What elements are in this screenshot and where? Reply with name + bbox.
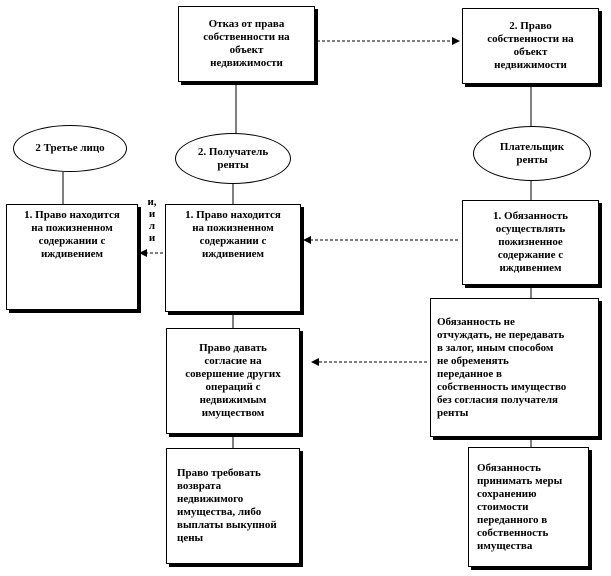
preserve-duty-text: Обязанность принимать меры сохранению ст… [477,461,563,552]
preserve-duty-box: Обязанность принимать меры сохранению ст… [468,447,589,567]
or-connector-label: и, и л и [144,184,160,244]
recipient-text: 2. Получатель ренты [197,145,269,171]
recipient-right-box: 1. Право находится на пожизненном содерж… [165,204,301,312]
payer-duty-box: 1. Обязанность осуществлять пожизненное … [462,200,599,285]
not-alienate-duty-box: Обязанность не отчуждать, не передавать … [430,298,599,437]
recipient-ellipse: 2. Получатель ренты [175,133,291,184]
third-party-right-box: 1. Право находится на пожизненном содерж… [6,204,138,310]
consent-right-text: Право давать согласие на совершение друг… [185,342,281,419]
consent-right-box: Право давать согласие на совершение друг… [166,328,300,434]
recipient-right-text: 1. Право находится на пожизненном содерж… [185,209,281,260]
third-party-right-text: 1. Право находится на пожизненном содерж… [24,209,120,260]
not-alienate-duty-text: Обязанность не отчуждать, не передавать … [437,315,567,419]
or-connector-text: и, и л и [147,196,157,244]
transfer-right-text: 2. Право собственности на объект недвижи… [487,20,574,71]
payer-text: Плательщик ренты [499,140,565,166]
refusal-box: Отказ от права собственности на объект н… [178,6,315,82]
transfer-right-box: 2. Право собственности на объект недвижи… [462,8,599,84]
payer-ellipse: Плательщик ренты [473,126,591,181]
third-party-ellipse: 2 Третье лицо [13,125,127,172]
payer-duty-text: 1. Обязанность осуществлять пожизненное … [493,210,568,274]
return-right-text: Право требовать возврата недвижимого иму… [177,467,277,544]
third-party-text: 2 Третье лицо [35,142,105,154]
refusal-text: Отказ от права собственности на объект н… [203,18,290,69]
return-right-box: Право требовать возврата недвижимого иму… [166,448,300,564]
